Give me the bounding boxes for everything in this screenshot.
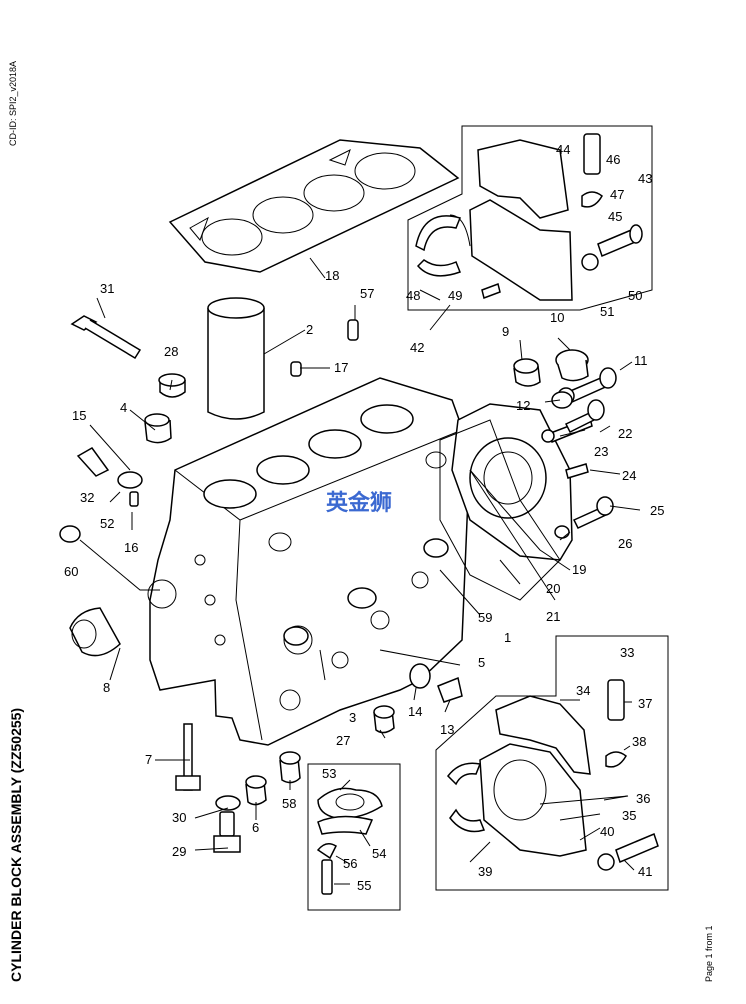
callout-8: 8	[103, 680, 110, 695]
callout-58: 58	[282, 796, 296, 811]
core-plug	[144, 413, 172, 444]
rear-seal-housing	[439, 403, 573, 601]
callout-29: 29	[172, 844, 186, 859]
callout-16: 16	[124, 540, 138, 555]
callout-7: 7	[145, 752, 152, 767]
callout-54: 54	[372, 846, 386, 861]
callout-18: 18	[325, 268, 339, 283]
callout-20: 20	[546, 581, 560, 596]
callout-labels: 1 2 3 4 5 6 7 8 9 10 11 12 13 14 15 16 1…	[64, 142, 664, 893]
callout-10: 10	[550, 310, 564, 325]
callout-48: 48	[406, 288, 420, 303]
callout-45: 45	[608, 209, 622, 224]
callout-53: 53	[322, 766, 336, 781]
callout-2: 2	[306, 322, 313, 337]
long-bolt	[70, 315, 142, 360]
dowel-pin	[347, 319, 359, 341]
callout-36: 36	[636, 791, 650, 806]
callout-28: 28	[164, 344, 178, 359]
callout-57: 57	[360, 286, 374, 301]
callout-55: 55	[357, 878, 371, 893]
callout-3: 3	[349, 710, 356, 725]
callout-42: 42	[410, 340, 424, 355]
callout-46: 46	[606, 152, 620, 167]
callout-60: 60	[64, 564, 78, 579]
callout-56: 56	[343, 856, 357, 871]
callout-19: 19	[572, 562, 586, 577]
right-side-parts	[513, 349, 617, 539]
callout-59: 59	[478, 610, 492, 625]
main-bearing-cap-box	[407, 125, 653, 311]
callout-14: 14	[408, 704, 422, 719]
page-number: Page 1 from 1	[704, 925, 714, 982]
callout-31: 31	[100, 281, 114, 296]
callout-35: 35	[622, 808, 636, 823]
cylinder-liner	[207, 297, 265, 420]
callout-6: 6	[252, 820, 259, 835]
cd-id-label: CD-ID: SPI2_v2018A	[8, 60, 18, 146]
sleeve	[290, 361, 302, 377]
callout-25: 25	[650, 503, 664, 518]
callout-30: 30	[172, 810, 186, 825]
callout-26: 26	[618, 536, 632, 551]
callout-13: 13	[440, 722, 454, 737]
callout-33: 33	[620, 645, 634, 660]
callout-38: 38	[632, 734, 646, 749]
rear-cover-box	[435, 635, 669, 891]
plate-gasket-box	[307, 763, 401, 911]
callout-41: 41	[638, 864, 652, 879]
callout-15: 15	[72, 408, 86, 423]
callout-11: 11	[634, 353, 648, 368]
leader-lines	[79, 257, 641, 885]
callout-9: 9	[502, 324, 509, 339]
callout-43: 43	[638, 171, 652, 186]
plug	[158, 373, 186, 398]
callout-51: 51	[600, 304, 614, 319]
callout-44: 44	[556, 142, 570, 157]
callout-49: 49	[448, 288, 462, 303]
callout-27: 27	[336, 733, 350, 748]
callout-5: 5	[478, 655, 485, 670]
callout-47: 47	[610, 187, 624, 202]
head-gasket	[168, 139, 460, 273]
lower-left-parts	[59, 447, 463, 853]
callout-52: 52	[100, 516, 114, 531]
callout-22: 22	[618, 426, 632, 441]
callout-40: 40	[600, 824, 614, 839]
watermark: 英金狮	[326, 490, 392, 516]
callout-12: 12	[516, 398, 530, 413]
cylinder-block	[147, 377, 471, 746]
diagram-title: CYLINDER BLOCK ASSEMBLY (ZZ50255)	[8, 707, 24, 982]
callout-24: 24	[622, 468, 636, 483]
callout-39: 39	[478, 864, 492, 879]
callout-17: 17	[334, 360, 348, 375]
callout-50: 50	[628, 288, 642, 303]
callout-37: 37	[638, 696, 652, 711]
callout-32: 32	[80, 490, 94, 505]
callout-23: 23	[594, 444, 608, 459]
callout-4: 4	[120, 400, 127, 415]
callout-21: 21	[546, 609, 560, 624]
callout-34: 34	[576, 683, 590, 698]
callout-1: 1	[504, 630, 511, 645]
